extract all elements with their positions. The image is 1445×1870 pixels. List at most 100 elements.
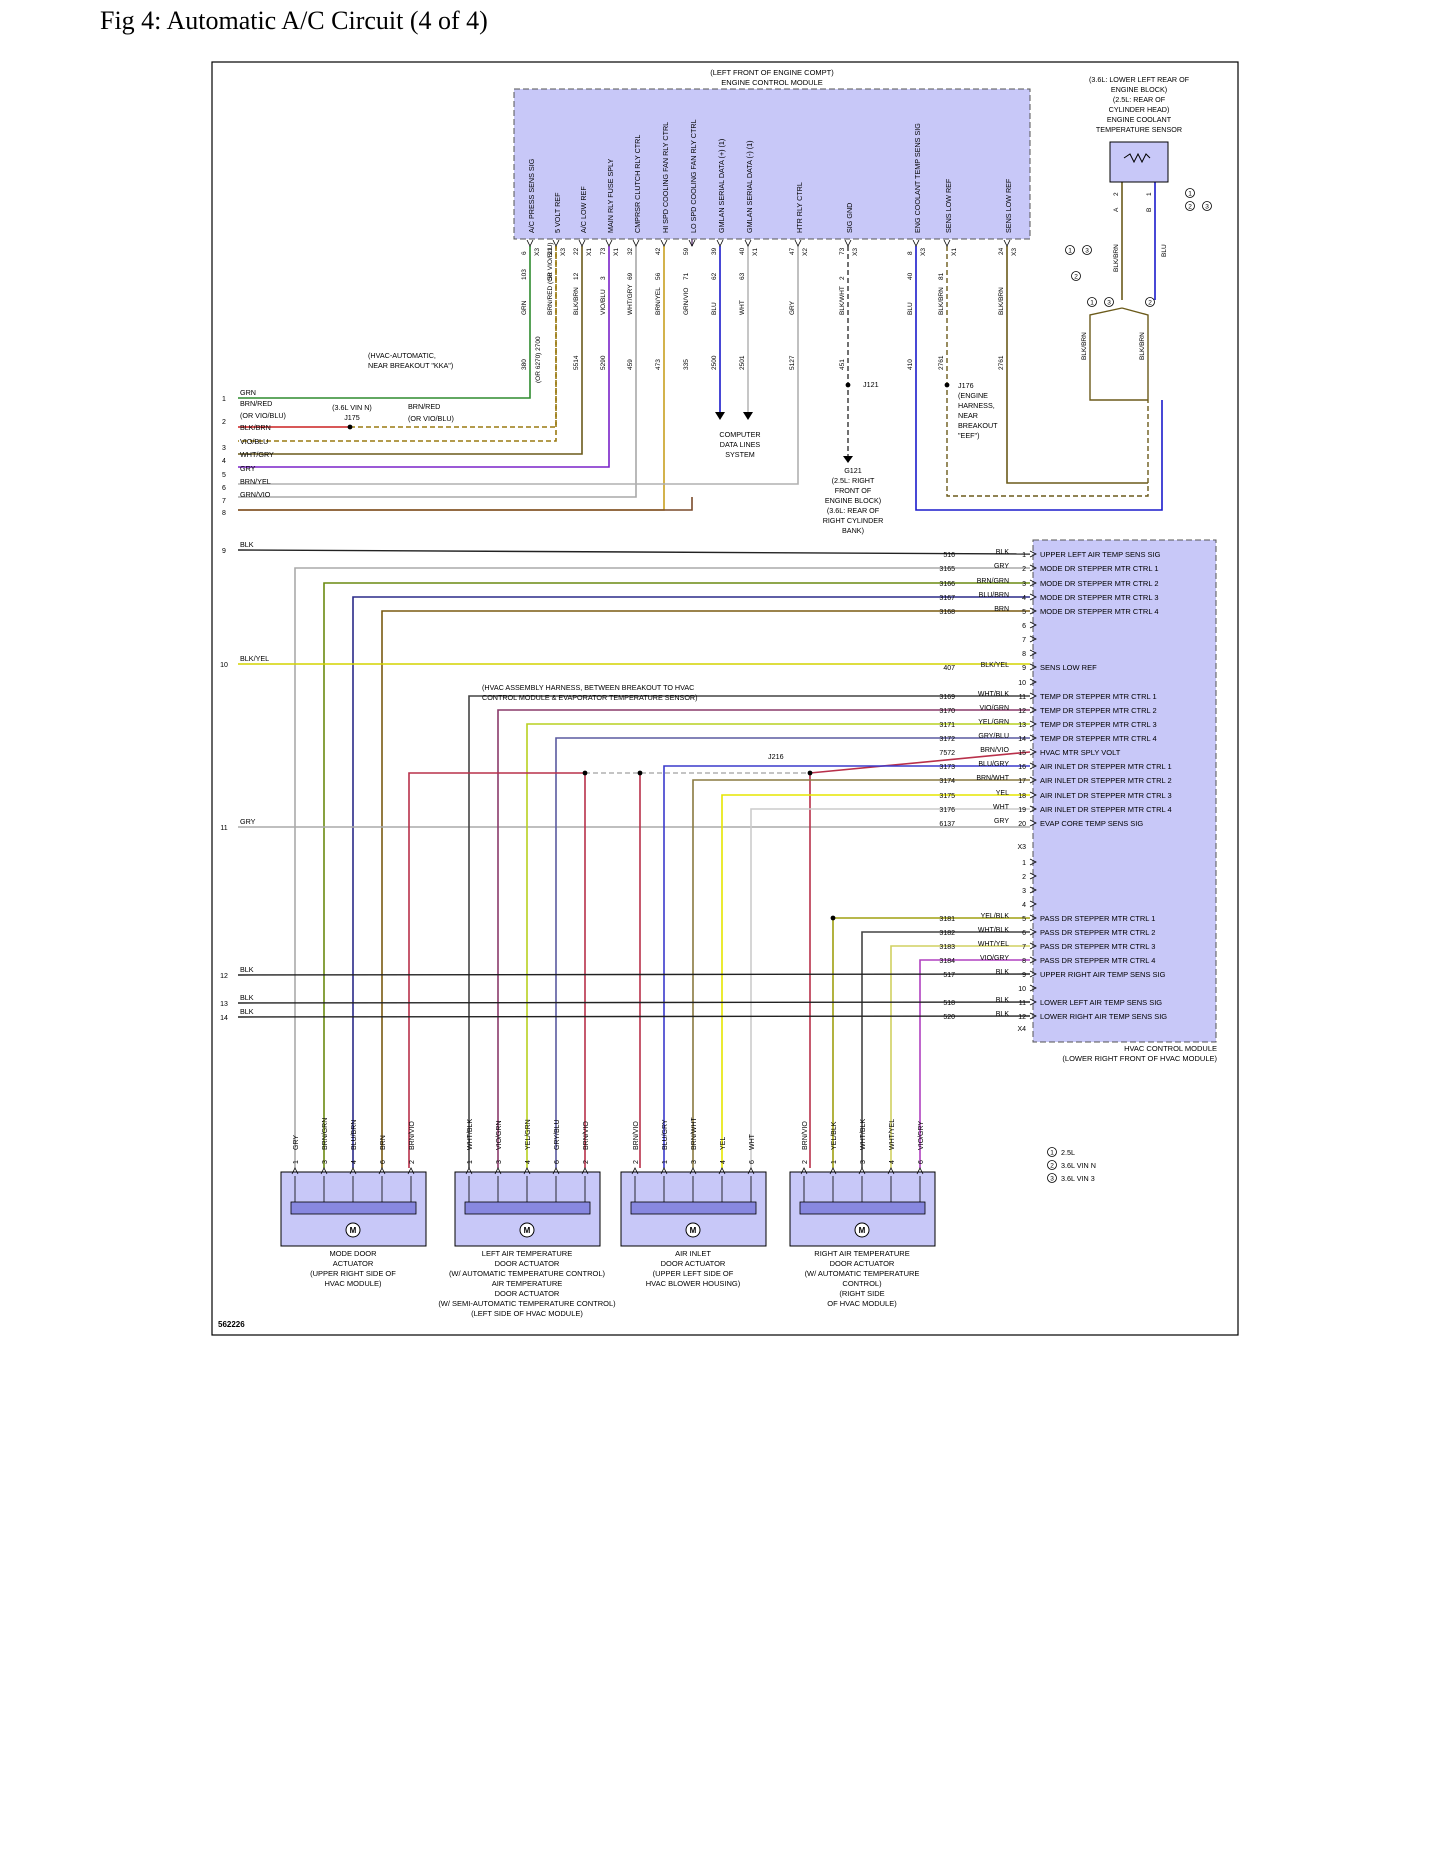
option-marker: [1047, 1173, 1057, 1183]
ect-signal-wire: [915, 246, 1163, 511]
actuator-wire-color: GRY/BLU: [554, 1119, 561, 1150]
option-marker: [1104, 297, 1114, 307]
ecm-pin-label: A/C LOW REF: [579, 186, 588, 233]
harness-wire-color: BLK: [240, 965, 254, 974]
ect-sensor-label: ENGINE BLOCK): [1111, 85, 1167, 94]
hvac-circuit-number: 520: [943, 1014, 955, 1021]
ecm-alt-pin: 12: [573, 272, 580, 280]
harness-wire-color: GRN: [240, 388, 256, 397]
j175-note: J175: [344, 413, 360, 422]
splice-dot: [830, 915, 836, 921]
hvac-wire-color: BRN/VIO: [980, 747, 1009, 754]
actuator-wire-color: WHT/BLK: [860, 1119, 867, 1150]
hvac-circuit-number: 3168: [939, 609, 955, 616]
hvac-pin-number: 8: [1022, 651, 1026, 658]
option-marker: [1087, 297, 1097, 307]
hvac-circuit-number: 517: [943, 972, 955, 979]
actuator-name: RIGHT AIR TEMPERATURE: [814, 1249, 909, 1258]
hvac-pin-number: 3: [1022, 581, 1026, 588]
hvac-wire-color: GRY: [994, 818, 1009, 825]
actuator-name: AIR TEMPERATURE: [492, 1279, 563, 1288]
hvac-wire-color: YEL: [996, 790, 1009, 797]
hvac-circuit-number: 6137: [939, 821, 955, 828]
actuator-name: (W/ SEMI-AUTOMATIC TEMPERATURE CONTROL): [438, 1299, 616, 1308]
ect-low-ref-wire: [946, 246, 1149, 497]
option-marker-number: 3: [1107, 300, 1111, 307]
hvac-connector-mark: [1029, 900, 1037, 908]
hvac-connector-mark: [1029, 791, 1037, 799]
option-marker-number: 3: [1205, 204, 1209, 211]
ect-conn: A: [1113, 207, 1120, 212]
ecm-wire-color: GRY: [789, 300, 796, 315]
actuator-pin-number: 2: [409, 1160, 416, 1164]
harness-wire-color: BRN/RED: [240, 399, 272, 408]
hvac-circuit-number: 3174: [939, 778, 955, 785]
hvac-circuit-number: 3183: [939, 944, 955, 951]
actuator-connector-mark: [378, 1167, 386, 1175]
mode-door-wire: [294, 567, 1030, 1168]
mode-door-wire: [381, 610, 1030, 1168]
hvac-wire-color: BRN/WHT: [976, 775, 1009, 782]
left-temp-wire: [555, 737, 1030, 1168]
actuator-name: (LEFT SIDE OF HVAC MODULE): [471, 1309, 583, 1318]
ecm-pin-number: 21: [547, 247, 554, 255]
ecm-alt-pin: 81: [938, 272, 945, 280]
hvac-pin-number: 14: [1018, 736, 1026, 743]
j216-splice: [582, 770, 588, 776]
ect-sensor-label: CYLINDER HEAD): [1109, 105, 1170, 114]
hvac-circuit-number: 3169: [939, 694, 955, 701]
hvac-module-name: HVAC CONTROL MODULE: [1124, 1044, 1217, 1053]
ecm-alt-pin: 69: [627, 272, 634, 280]
actuator-wire-color: WHT/BLK: [467, 1119, 474, 1150]
actuator-wire-color: WHT: [749, 1133, 756, 1150]
hvac-pin-number: 17: [1018, 778, 1026, 785]
j176-note: J176: [958, 381, 974, 390]
ecm-alt-pin: 40: [907, 272, 914, 280]
hvac-connector-mark: [1029, 607, 1037, 615]
actuator-bus: [799, 1201, 926, 1215]
ecm-pin-number: 59: [683, 247, 690, 255]
ecm-pin-label: GMLAN SERIAL DATA (+) (1): [717, 139, 726, 233]
actuator-name: (UPPER LEFT SIDE OF: [653, 1269, 734, 1278]
legend-entry: 2.5L: [1061, 1148, 1075, 1157]
actuator-name: (W/ AUTOMATIC TEMPERATURE CONTROL): [449, 1269, 606, 1278]
hvac-wire-color: BLU/GRY: [978, 761, 1009, 768]
hvac-wire-color: BRN: [994, 606, 1009, 613]
actuator-pin-number: 1: [293, 1160, 300, 1164]
ecm-pin-number: 73: [600, 247, 607, 255]
actuator-wire-color: YEL/BLK: [831, 1121, 838, 1150]
hvac-pin-number: 11: [1019, 694, 1026, 701]
hvac-wire-color: BLK: [996, 549, 1010, 556]
ecm-name: ENGINE CONTROL MODULE: [721, 78, 822, 87]
hvac-pin-number: 16: [1018, 764, 1026, 771]
ecm-location: (LEFT FRONT OF ENGINE COMPT): [710, 68, 834, 77]
hvac-pin-number: 2: [1022, 566, 1026, 573]
motor-icon-letter: M: [859, 1226, 866, 1235]
hvac-connector-id: X4: [1017, 1026, 1026, 1033]
ecm-harness-wire: [238, 246, 610, 468]
motor-icon-letter: M: [350, 1226, 357, 1235]
option-marker-number: 2: [1188, 204, 1192, 211]
option-marker-number: 3: [1050, 1176, 1054, 1183]
hvac-connector-mark: [1029, 734, 1037, 742]
hvac-pin-label: PASS DR STEPPER MTR CTRL 4: [1040, 956, 1155, 965]
ecm-pin-label: CMPRSR CLUTCH RLY CTRL: [633, 135, 642, 233]
option-marker: [1047, 1160, 1057, 1170]
ect-sensor-label: ENGINE COOLANT: [1107, 115, 1172, 124]
hvac-pin-label: TEMP DR STEPPER MTR CTRL 3: [1040, 720, 1157, 729]
hvac-connector-mark: [1029, 956, 1037, 964]
actuator-connector-mark: [523, 1167, 531, 1175]
harness-row-number: 8: [222, 510, 226, 517]
option-marker-number: 1: [1050, 1150, 1054, 1157]
ecm-wire-color: WHT/GRY: [627, 284, 634, 315]
hvac-pin-number: 12: [1018, 708, 1026, 715]
ecm-circuit-number: 473: [655, 359, 662, 370]
ecm-alt-pin: 63: [739, 272, 746, 280]
option-marker-number: 1: [1188, 191, 1192, 198]
option-marker: [1185, 201, 1195, 211]
actuator-wire-color: BLU/GRY: [662, 1119, 669, 1150]
motor-icon: [519, 1222, 535, 1238]
harness-wire-color: GRN/VIO: [240, 490, 271, 499]
ecm-wire-color: WHT: [739, 300, 746, 315]
harness-wire-color: BLK/BRN: [240, 423, 271, 432]
